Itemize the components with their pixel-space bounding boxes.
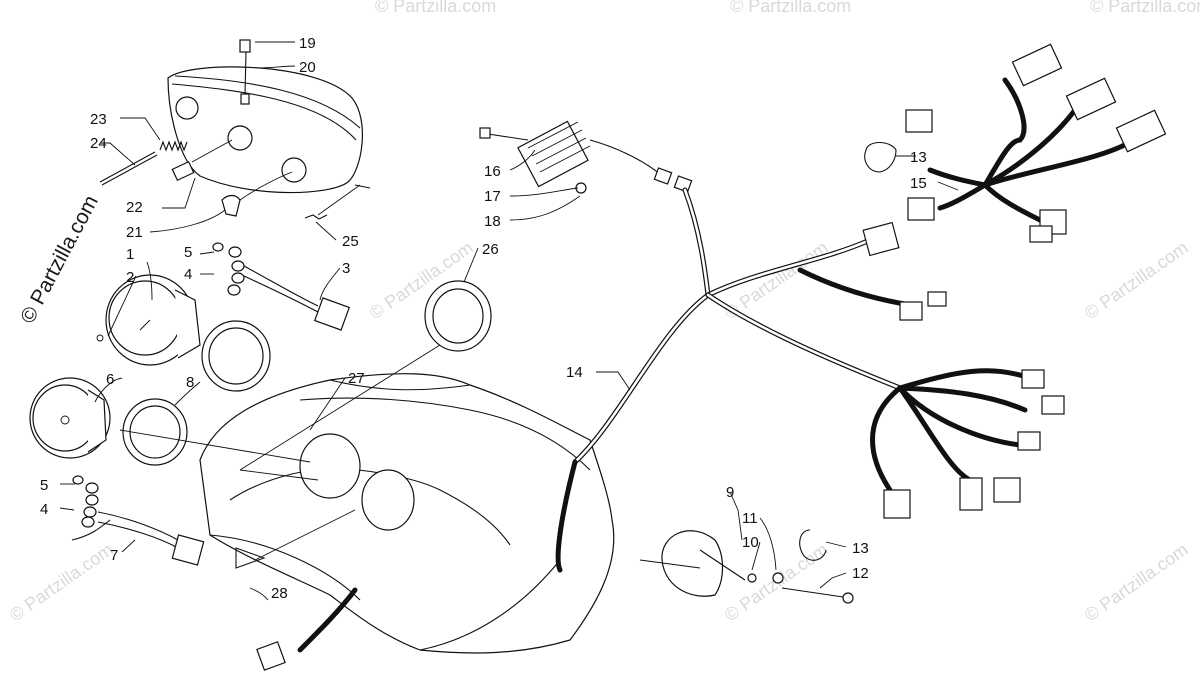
callout-15: 15	[910, 175, 927, 192]
watermark-text: © Partzilla.com	[375, 0, 496, 16]
upper-right-harness	[864, 43, 1167, 243]
callout-27: 27	[348, 370, 365, 387]
speedometer-gauge	[96, 274, 201, 366]
callout-14: 14	[566, 364, 583, 381]
headlight-assembly	[99, 39, 371, 220]
leader-lines	[59, 41, 959, 601]
callout-25: 25	[342, 233, 359, 250]
watermark-text: © Partzilla.com	[6, 539, 117, 625]
callout-20: 20	[299, 59, 316, 76]
callout-labels: 1 2 3 4 5 6 7 8 9 10 11 12 13 14 15 16 1…	[40, 35, 927, 602]
watermark-brand: © Partzilla.com	[16, 192, 103, 328]
watermark-text: © Partzilla.com	[1081, 237, 1192, 323]
callout-12: 12	[852, 565, 869, 582]
tachometer-gauge	[29, 377, 111, 459]
callout-8: 8	[186, 374, 194, 391]
callout-17: 17	[484, 188, 501, 205]
gauge-trim-ring	[424, 280, 492, 352]
main-wire-harness	[297, 187, 1033, 653]
gauge-harness-upper	[212, 242, 351, 331]
callout-13-lower: 13	[852, 540, 869, 557]
callout-7: 7	[110, 547, 118, 564]
callout-11: 11	[742, 510, 758, 527]
hood-pod	[199, 373, 615, 654]
callout-23: 23	[90, 111, 107, 128]
callout-10: 10	[742, 534, 759, 551]
gauge-seal-rings	[122, 320, 271, 466]
callout-6: 6	[106, 371, 114, 388]
callout-16: 16	[484, 163, 501, 180]
callout-4: 4	[184, 266, 192, 283]
callout-5-lower: 5	[40, 477, 48, 494]
callout-5: 5	[184, 244, 192, 261]
callout-13: 13	[910, 149, 927, 166]
watermark-text: © Partzilla.com	[1081, 539, 1192, 625]
callout-9: 9	[726, 484, 734, 501]
watermark-text: © Partzilla.com	[1090, 0, 1200, 16]
light-housing-lower	[639, 529, 854, 604]
callout-4-lower: 4	[40, 501, 48, 518]
callout-18: 18	[484, 213, 501, 230]
callout-24: 24	[90, 135, 107, 152]
harness-connectors	[256, 221, 1065, 671]
callout-1: 1	[126, 246, 134, 263]
watermark-text: © Partzilla.com	[730, 0, 851, 16]
callout-22: 22	[126, 199, 143, 216]
callout-21: 21	[126, 224, 143, 241]
callout-28: 28	[271, 585, 288, 602]
callout-2: 2	[126, 269, 134, 286]
callout-19: 19	[299, 35, 316, 52]
voltage-regulator	[479, 120, 693, 194]
gauge-harness-lower	[71, 475, 205, 566]
callout-3: 3	[342, 260, 350, 277]
callout-26: 26	[482, 241, 499, 258]
